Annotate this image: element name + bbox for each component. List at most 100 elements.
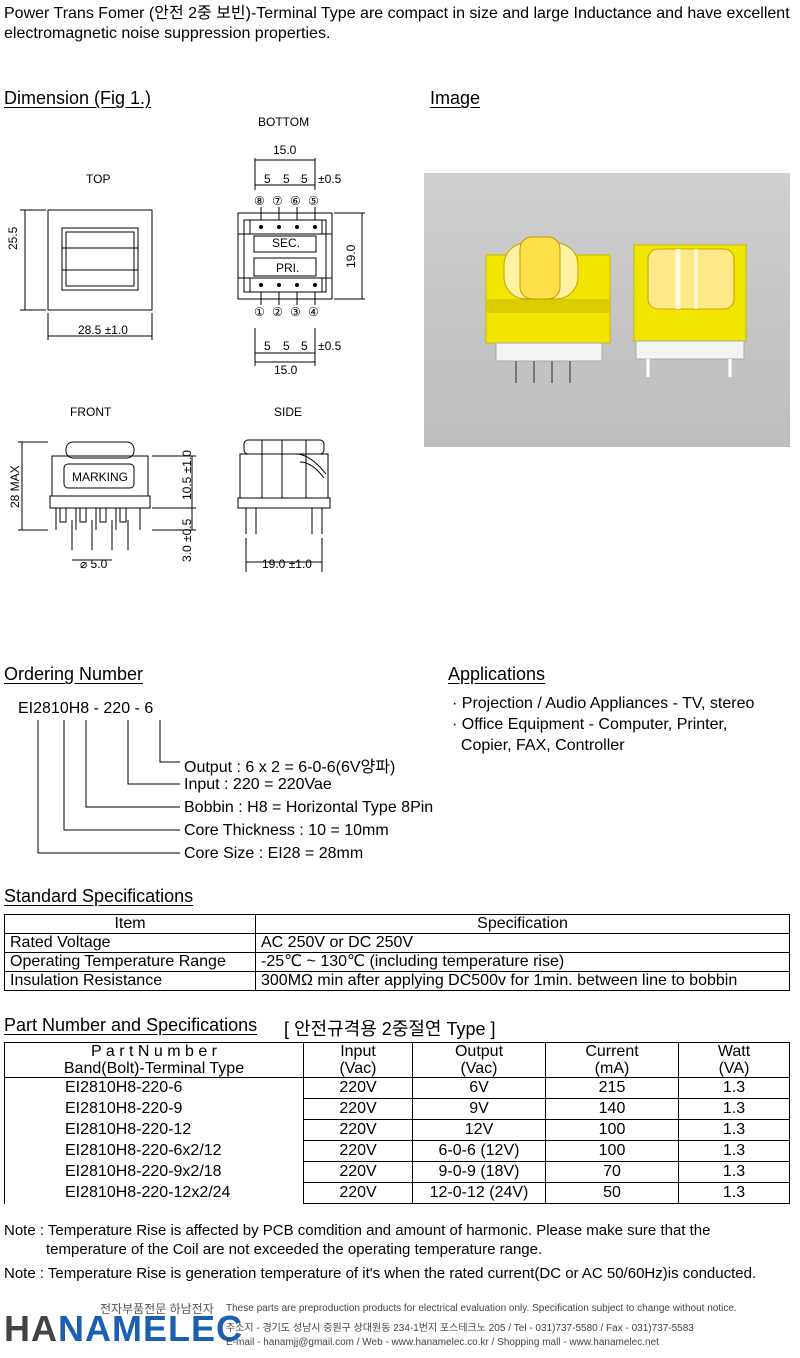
front-h1-dim: 10.5 ±1.0 bbox=[180, 450, 194, 500]
table-cell: Insulation Resistance bbox=[4, 971, 256, 991]
application-item-3: Copier, FAX, Controller bbox=[452, 737, 625, 754]
bottom-pitch-top-1: 5 bbox=[264, 172, 271, 186]
table-cell: EI2810H8-220-9 bbox=[4, 1098, 304, 1120]
table-cell: 220V bbox=[303, 1182, 413, 1204]
bottom-width-top-dim: 15.0 bbox=[273, 143, 297, 157]
table-cell: 220V bbox=[303, 1077, 413, 1099]
table-cell: 140 bbox=[545, 1098, 679, 1120]
pn-header-line1: P a r t N u m b e r bbox=[91, 1043, 217, 1060]
table-cell: 100 bbox=[545, 1140, 679, 1162]
table-cell: 9V bbox=[412, 1098, 546, 1120]
code-output: 6 bbox=[144, 700, 154, 717]
table-cell: 215 bbox=[545, 1077, 679, 1099]
code-sep-2: - bbox=[130, 700, 145, 717]
dimension-title: Dimension (Fig 1.) bbox=[4, 88, 152, 108]
ordering-title: Ordering Number bbox=[4, 664, 144, 684]
application-item-2: · Office Equipment - Computer, Printer, bbox=[452, 716, 728, 733]
product-photo bbox=[424, 173, 790, 447]
input-header-line2: (Vac) bbox=[339, 1060, 377, 1077]
table-cell: 12-0-12 (24V) bbox=[412, 1182, 546, 1204]
pin-8: ⑧ bbox=[254, 194, 265, 208]
company-tagline: 전자부품전문 하남전자 bbox=[100, 1302, 214, 1316]
table-cell: EI2810H8-220-12 bbox=[4, 1119, 304, 1141]
front-h2-dim: 3.0 ±0.5 bbox=[180, 518, 194, 562]
side-view-label: SIDE bbox=[274, 405, 303, 419]
front-max-dim: 28 MAX bbox=[8, 465, 22, 508]
top-height-dim: 25.5 bbox=[6, 226, 20, 250]
table-cell: 100 bbox=[545, 1119, 679, 1141]
ordering-line-output: Output : 6 x 2 = 6-0-6(6V양파) bbox=[184, 759, 396, 776]
table-cell: 220V bbox=[303, 1140, 413, 1162]
bottom-tol-top: ±0.5 bbox=[318, 172, 342, 186]
code-core-size: EI28 bbox=[18, 700, 51, 717]
table-cell: 300MΩ min after applying DC500v for 1min… bbox=[255, 971, 790, 991]
code-core-thickness: 10 bbox=[50, 700, 69, 717]
table-cell: 50 bbox=[545, 1182, 679, 1204]
ordering-leader-lines bbox=[37, 720, 180, 854]
image-title: Image bbox=[430, 88, 481, 108]
current-header-line1: Current bbox=[585, 1043, 639, 1060]
top-view-label: TOP bbox=[86, 172, 111, 186]
pin-4: ④ bbox=[308, 305, 319, 319]
marking-label: MARKING bbox=[72, 470, 129, 484]
bottom-width-bot-dim: 15.0 bbox=[274, 363, 298, 377]
table-cell: Operating Temperature Range bbox=[4, 952, 256, 972]
table-cell: 1.3 bbox=[678, 1098, 790, 1120]
bottom-pitch-top-2: 5 bbox=[283, 172, 290, 186]
standard-specs-title: Standard Specifications bbox=[4, 886, 194, 906]
note-2: Note : Temperature Rise is generation te… bbox=[4, 1265, 757, 1282]
note-1: Note : Temperature Rise is affected by P… bbox=[4, 1222, 711, 1239]
bottom-view-body bbox=[237, 212, 333, 300]
table-cell: 1.3 bbox=[678, 1077, 790, 1099]
output-header: Output (Vac) bbox=[412, 1042, 546, 1078]
table-cell: 70 bbox=[545, 1161, 679, 1183]
table-header-row: P a r t N u m b e r Band(Bolt)-Terminal … bbox=[4, 1042, 790, 1078]
logo-text-right: AMELEC bbox=[85, 1308, 243, 1349]
table-cell: EI2810H8-220-6 bbox=[4, 1077, 304, 1099]
watt-header-line2: (VA) bbox=[718, 1060, 750, 1077]
part-specs-title: Part Number and Specifications bbox=[4, 1015, 258, 1035]
table-cell: EI2810H8-220-12x2/24 bbox=[4, 1182, 304, 1204]
watt-header: Watt (VA) bbox=[678, 1042, 790, 1078]
pin-1: ① bbox=[254, 305, 265, 319]
code-bobbin: H8 bbox=[68, 700, 90, 717]
bottom-pitch-top-3: 5 bbox=[301, 172, 308, 186]
table-cell: 1.3 bbox=[678, 1140, 790, 1162]
table-cell: Rated Voltage bbox=[4, 933, 256, 953]
application-item-1: · Projection / Audio Appliances - TV, st… bbox=[452, 695, 755, 712]
top-view-window bbox=[61, 227, 139, 291]
table-cell: 1.3 bbox=[678, 1161, 790, 1183]
ordering-line-bobbin: Bobbin : H8 = Horizontal Type 8Pin bbox=[184, 799, 434, 816]
pin-3: ③ bbox=[290, 305, 301, 319]
table-cell: -25℃ ~ 130℃ (including temperature rise) bbox=[255, 952, 790, 972]
table-cell: 1.3 bbox=[678, 1182, 790, 1204]
table-cell: 1.3 bbox=[678, 1119, 790, 1141]
ordering-code: EI2810H8 - 220 - 6 bbox=[18, 700, 153, 718]
footer-address: 주소지 - 경기도 성남시 중원구 상대원동 234-1번지 포스테크노 205… bbox=[226, 1323, 694, 1334]
side-width-dim: 19.0 ±1.0 bbox=[262, 557, 312, 571]
input-header: Input (Vac) bbox=[303, 1042, 413, 1078]
bottom-height-dim: 19.0 bbox=[344, 244, 358, 268]
pn-header-line2: Band(Bolt)-Terminal Type bbox=[63, 1060, 245, 1077]
code-sep-1: - bbox=[89, 700, 104, 717]
current-header-line2: (mA) bbox=[594, 1060, 630, 1077]
code-input: 220 bbox=[103, 700, 131, 717]
table-cell: 6V bbox=[412, 1077, 546, 1099]
pn-header: P a r t N u m b e r Band(Bolt)-Terminal … bbox=[4, 1042, 304, 1078]
spec-header-item: Item bbox=[4, 914, 256, 934]
top-width-dim: 28.5 ±1.0 bbox=[78, 323, 128, 337]
pin-2: ② bbox=[272, 305, 283, 319]
note-1-cont: temperature of the Coil are not exceeded… bbox=[46, 1241, 543, 1258]
front-view-label: FRONT bbox=[70, 405, 112, 419]
bottom-view-label: BOTTOM bbox=[258, 115, 310, 129]
table-cell: 220V bbox=[303, 1161, 413, 1183]
standard-specs-table: Item Specification Rated Voltage AC 250V… bbox=[4, 914, 790, 991]
side-view-cap bbox=[243, 439, 325, 455]
input-header-line1: Input bbox=[340, 1043, 376, 1060]
table-row: Insulation Resistance 300MΩ min after ap… bbox=[4, 971, 790, 991]
front-dia-dim: ⌀ 5.0 bbox=[80, 557, 108, 571]
